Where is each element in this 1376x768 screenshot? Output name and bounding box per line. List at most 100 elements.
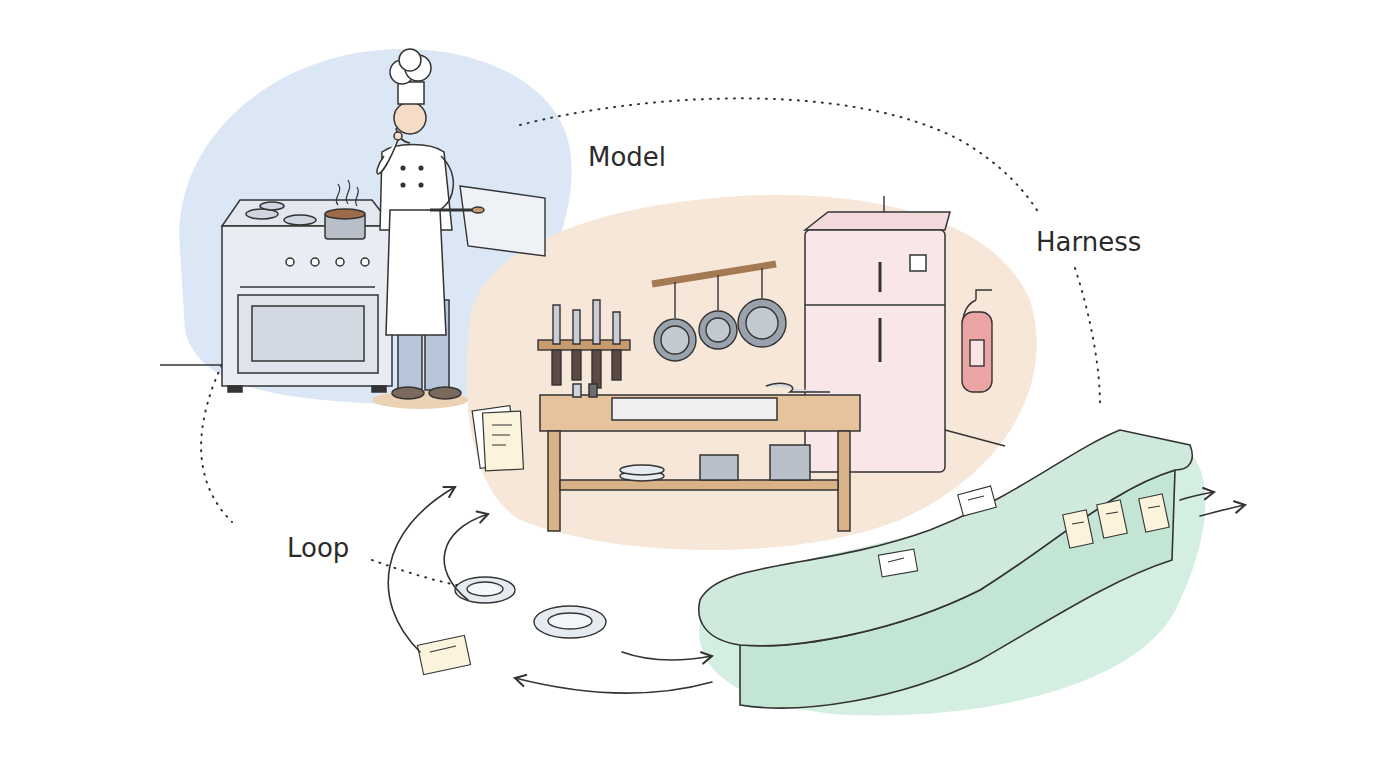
harness-region [467, 195, 1037, 550]
order-ticket [430, 496, 1160, 652]
stove [336, 258, 344, 266]
chef [372, 49, 484, 409]
stove [222, 200, 392, 392]
chef [386, 210, 446, 335]
soup-pot [325, 209, 365, 219]
chef [440, 156, 470, 210]
fire-extinguisher [970, 340, 984, 366]
stove [286, 258, 294, 266]
order-ticket [1139, 494, 1170, 532]
pan-rack [661, 326, 689, 354]
knife-strip [573, 310, 580, 344]
harness-region [467, 195, 1037, 550]
fridge [879, 318, 882, 362]
loop-arrow [1180, 492, 1214, 500]
stove [252, 306, 364, 361]
knife-strip [592, 350, 601, 388]
stove [222, 226, 392, 386]
fridge [805, 212, 950, 230]
prep-table [589, 384, 597, 397]
fridge [805, 304, 945, 306]
stove [311, 258, 319, 266]
pan-rack [652, 264, 776, 284]
loop-arrow [388, 487, 1245, 693]
kitchen-wall [460, 186, 545, 256]
pan-rack [654, 319, 696, 361]
chef [377, 140, 398, 174]
stove [240, 286, 375, 288]
stove [222, 200, 392, 226]
prep-table [560, 480, 838, 490]
plate [455, 577, 606, 638]
pan-rack [706, 318, 730, 342]
recipe-papers [472, 406, 523, 471]
chef [430, 209, 476, 212]
chef [419, 183, 423, 187]
plate [534, 606, 606, 638]
fridge [879, 262, 882, 292]
pan-rack [746, 307, 778, 339]
knife-strip [538, 300, 630, 388]
knife-strip [552, 350, 561, 385]
kitchen-wall [160, 364, 222, 365]
knife-strip [612, 350, 621, 380]
pan-rack [717, 275, 718, 310]
loop-arrow [1200, 505, 1245, 516]
prep-table [540, 383, 860, 531]
chef [399, 49, 421, 71]
region-label: Model [588, 142, 666, 173]
order-ticket [958, 486, 997, 516]
fire-extinguisher [962, 290, 992, 392]
recipe-papers [492, 425, 512, 445]
prep-table [766, 383, 830, 392]
stove [372, 386, 386, 392]
prep-table [838, 431, 850, 531]
plate [455, 577, 515, 603]
chef [394, 102, 426, 134]
prep-table [548, 431, 560, 531]
order-ticket [417, 486, 1169, 675]
knife-strip [613, 312, 620, 344]
chef [401, 166, 405, 170]
chef [392, 387, 424, 399]
chef [429, 387, 461, 399]
recipe-papers [483, 411, 524, 471]
prep-table [700, 455, 738, 480]
stove [361, 258, 369, 266]
stove [284, 215, 316, 225]
soup-pot [325, 180, 365, 239]
stove [228, 386, 242, 392]
soup-pot [336, 180, 358, 206]
dotted-path [1075, 268, 1100, 405]
stove [238, 295, 378, 373]
prep-table [573, 384, 581, 397]
dotted-path [201, 98, 1100, 586]
pan-rack [761, 268, 762, 298]
pass-counter [699, 430, 1193, 646]
fridge [910, 255, 926, 271]
region-label: Harness [1036, 227, 1141, 258]
knife-strip [553, 305, 560, 344]
plate [467, 582, 503, 596]
prep-table [770, 445, 810, 480]
order-ticket [1097, 500, 1128, 538]
pass-counter [699, 430, 1193, 708]
fridge [805, 212, 950, 472]
chef [401, 183, 405, 187]
fridge [805, 230, 945, 472]
fire-extinguisher [962, 312, 992, 392]
pan-rack [738, 299, 786, 347]
loop-arrow [515, 678, 712, 693]
loop-arrow [622, 652, 712, 660]
pan-rack [674, 282, 675, 318]
knife-strip [593, 300, 600, 344]
dotted-path [520, 98, 1040, 215]
prep-table [540, 395, 860, 431]
kitchen-wall [945, 430, 1005, 446]
knife-strip [572, 350, 581, 380]
prep-table [620, 465, 664, 475]
prep-table [612, 398, 777, 420]
chef [419, 166, 423, 170]
